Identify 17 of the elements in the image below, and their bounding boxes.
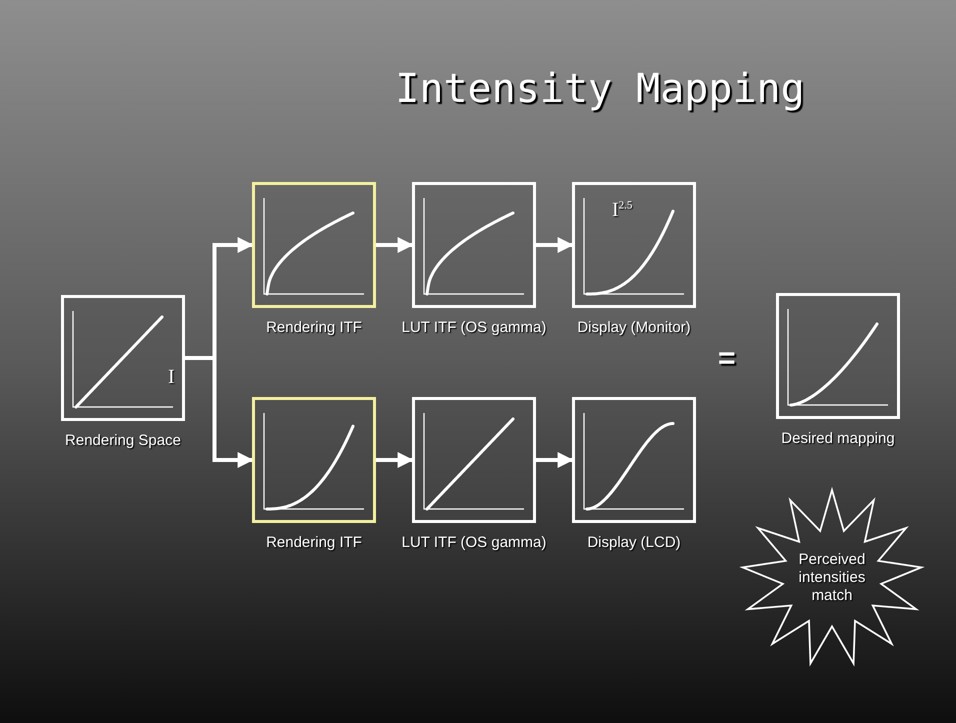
box-caption: Rendering ITF (265, 533, 363, 552)
box-caption: LUT ITF (OS gamma) (400, 533, 548, 552)
box-caption: Display (Monitor) (576, 318, 692, 337)
box-caption: Rendering Space (64, 431, 182, 450)
callout-text: Perceived intensities match (798, 551, 866, 605)
box-caption: LUT ITF (OS gamma) (400, 318, 548, 337)
box-caption: Rendering ITF (265, 318, 363, 337)
arrow (536, 237, 574, 253)
plot-label: I (168, 367, 175, 387)
box-caption: Display (LCD) (586, 533, 682, 552)
arrow (536, 452, 574, 468)
slide-title: Intensity Mapping (394, 66, 806, 112)
arrow (376, 237, 414, 253)
box-caption: Desired mapping (780, 429, 896, 448)
equals-sign: = (718, 342, 736, 376)
plot-label: I$^{2.5}$ (612, 200, 632, 220)
arrow (376, 452, 414, 468)
